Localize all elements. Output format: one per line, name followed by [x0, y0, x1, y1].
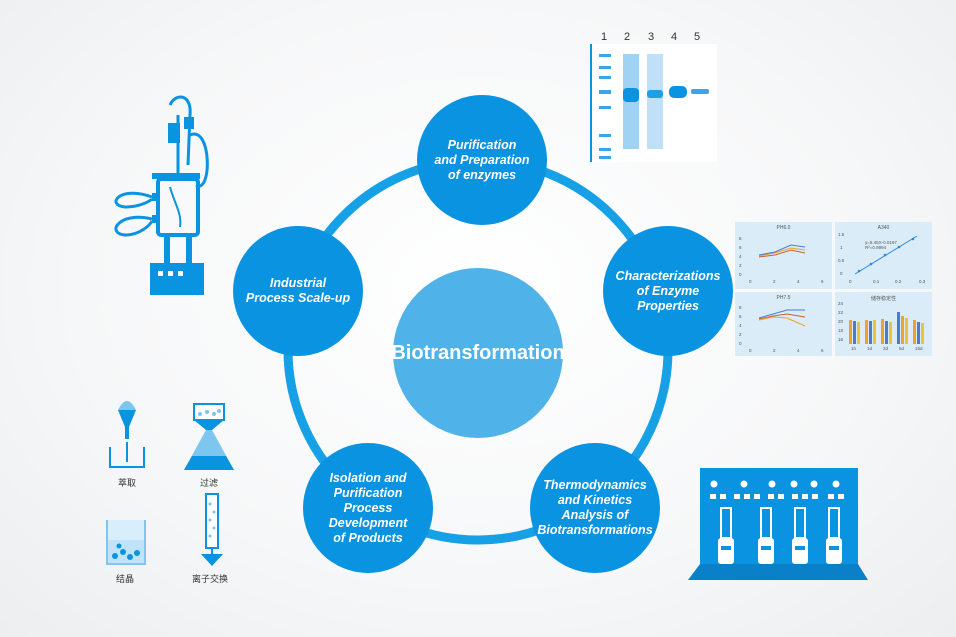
- node-line: and Kinetics: [557, 493, 633, 507]
- node-line: Thermodynamics: [543, 478, 647, 492]
- ion-exchange-column-icon: [201, 493, 223, 566]
- gel-image: [589, 44, 717, 162]
- gel-lane-label: 3: [648, 31, 655, 43]
- y-tick: 24: [838, 301, 844, 306]
- y-tick: 2: [739, 263, 742, 268]
- y-tick: 16: [838, 337, 844, 342]
- chart-plot: 8 6 4 2 0 0 2 4 6: [739, 305, 824, 353]
- node-line: Purification: [333, 485, 403, 500]
- label-extraction: 萃取: [118, 478, 137, 488]
- crystallization-beaker-icon: [106, 520, 146, 565]
- x-tick: 0.3: [919, 279, 926, 284]
- node-line: Purification: [447, 137, 517, 152]
- chart-title: A340: [877, 225, 890, 231]
- y-tick: 20: [838, 319, 844, 324]
- chart-plot: 1.5 1 0.5 0 0 0.1 0.2 0.3 y=5.45X-0.0197…: [838, 232, 926, 284]
- label-crystallization: 结晶: [116, 574, 135, 584]
- y-tick: 1: [840, 245, 843, 250]
- y-tick: 4: [739, 254, 742, 259]
- y-tick: 0: [739, 341, 742, 346]
- node-line: of enzymes: [447, 167, 517, 182]
- x-tick: 6: [821, 279, 824, 284]
- gel-lane-label: 4: [671, 31, 678, 43]
- gel-lane-label: 1: [601, 31, 608, 43]
- chart-title: 储存稳定性: [870, 296, 896, 302]
- node-line: of Enzyme: [636, 283, 700, 298]
- funnel-icon: [109, 401, 145, 468]
- parallel-reactor-icon: [688, 468, 868, 580]
- mini-chart-ph6: PH6.0 8 6 4 2 0 0 2 4 6: [735, 222, 832, 289]
- mini-chart-ph75: PH7.5 8 6 4 2 0 0 2 4 6: [735, 292, 832, 356]
- y-tick: 0.5: [838, 258, 845, 263]
- center-label: Biotransformation: [391, 341, 565, 364]
- node-line: Analysis of: [561, 508, 629, 522]
- x-tick: 15d: [915, 346, 923, 351]
- node-line: and Preparation: [434, 152, 530, 167]
- node-line: Process Development: [328, 500, 408, 530]
- x-tick: 5d: [899, 346, 905, 351]
- chart-equation: y=5.45X-0.0197: [865, 240, 897, 245]
- y-tick: 6: [739, 245, 742, 250]
- label-filtration: 过滤: [200, 478, 219, 488]
- x-tick: 0.1: [873, 279, 880, 284]
- y-tick: 18: [838, 328, 844, 333]
- x-tick: 0: [849, 279, 852, 284]
- label-ion-exchange: 离子交换: [192, 574, 229, 584]
- x-tick: 0.2: [895, 279, 902, 284]
- x-tick: 6: [821, 348, 824, 353]
- y-tick: 8: [739, 305, 742, 310]
- x-tick: 4: [797, 279, 800, 284]
- center-circle: Biotransformation: [391, 268, 565, 438]
- y-tick: 2: [739, 332, 742, 337]
- gel-lane-label: 2: [624, 31, 631, 43]
- x-tick: 1d: [867, 346, 873, 351]
- x-tick: 2d: [883, 346, 889, 351]
- x-tick: 2: [773, 348, 776, 353]
- gel-lane-label: 5: [694, 31, 701, 43]
- node-line: Characterizations: [615, 268, 721, 283]
- node-line: Biotransformations: [537, 523, 653, 537]
- y-tick: 0: [739, 272, 742, 277]
- y-tick: 6: [739, 314, 742, 319]
- node-line: Isolation and: [329, 470, 407, 485]
- y-tick: 1.5: [838, 232, 845, 237]
- node-line: of Products: [333, 530, 403, 545]
- chart-r-squared: R²=0.9994: [865, 245, 887, 250]
- x-tick: 4: [797, 348, 800, 353]
- chart-plot: 24 22 20 18 16 1h 1d 2d 5d 15d: [838, 301, 924, 351]
- chart-plot: 8 6 4 2 0 0 2 4 6: [739, 236, 824, 284]
- bioreactor-icon: [114, 95, 209, 295]
- filtration-flask-icon: [184, 403, 234, 470]
- x-tick: 2: [773, 279, 776, 284]
- x-tick: 0: [749, 279, 752, 284]
- y-tick: 4: [739, 323, 742, 328]
- chart-title: PH7.5: [776, 295, 791, 301]
- y-tick: 22: [838, 310, 844, 315]
- node-line: Properties: [637, 298, 699, 313]
- y-tick: 8: [739, 236, 742, 241]
- x-tick: 1h: [851, 346, 857, 351]
- y-tick: 0: [840, 271, 843, 276]
- chart-title: PH6.0: [776, 225, 791, 231]
- node-line: Process Scale-up: [245, 291, 351, 305]
- mini-chart-a340: A340 1.5 1 0.5 0 0 0.1 0.2 0.3 y=5.45X-0…: [835, 222, 932, 289]
- x-tick: 0: [749, 348, 752, 353]
- node-line: Industrial: [269, 276, 327, 290]
- mini-chart-storage-stability: 储存稳定性 24 22 20 18 16 1h 1d 2d 5d 15d: [835, 292, 932, 356]
